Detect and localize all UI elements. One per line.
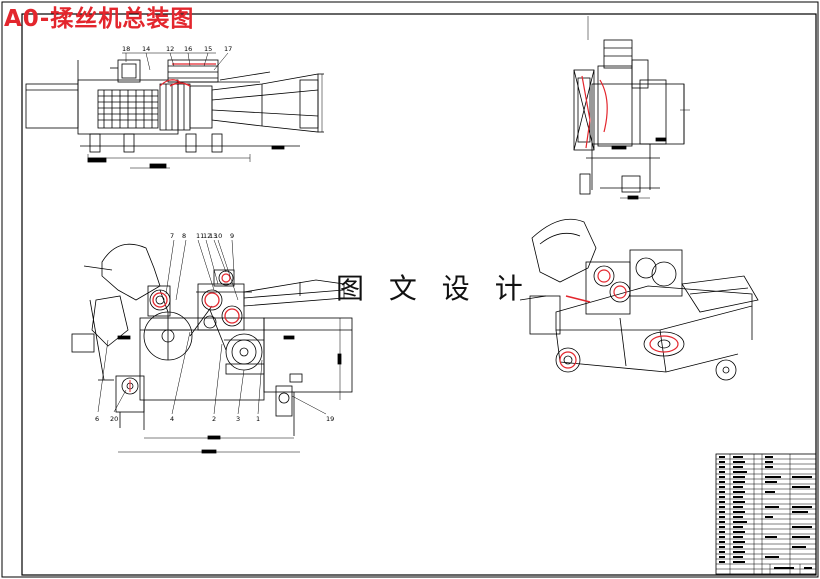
top-callout: 18 — [122, 45, 130, 53]
front-callout: 9 — [230, 232, 234, 240]
top-callout: 17 — [224, 45, 232, 53]
top-view-callouts: 18 14 12 16 15 17 — [122, 45, 232, 53]
front-callout: 12 — [203, 232, 211, 240]
front-callout: 7 — [170, 232, 174, 240]
top-leader-lines — [122, 52, 229, 71]
front-callout: 11 — [196, 232, 204, 240]
front-callout: 13 — [209, 232, 217, 240]
front-callout: 6 — [95, 415, 99, 423]
front-callout: 2 — [212, 415, 216, 423]
front-view-callouts: 7 8 11 12 13 10 9 6 20 4 2 3 1 19 — [95, 232, 334, 423]
front-leader-lines — [97, 239, 327, 415]
watermark-text: 图 文 设 计 — [336, 272, 531, 305]
front-callout: 10 — [214, 232, 222, 240]
drawing-title: A0-揉丝机总装图 — [4, 6, 195, 32]
front-callout: 3 — [236, 415, 240, 423]
top-callout: 14 — [142, 45, 150, 53]
front-callout: 4 — [170, 415, 174, 423]
top-callout: 15 — [204, 45, 212, 53]
top-callout: 16 — [184, 45, 192, 53]
front-callout: 1 — [256, 415, 260, 423]
side-view — [573, 16, 690, 200]
front-callout: 19 — [326, 415, 334, 423]
top-callout: 12 — [166, 45, 174, 53]
top-view — [25, 59, 324, 169]
title-block — [715, 453, 817, 575]
inner-border — [21, 13, 817, 576]
title-block-text-marks — [719, 456, 812, 569]
front-view — [71, 243, 353, 454]
front-callout: 8 — [182, 232, 186, 240]
front-callout: 20 — [110, 415, 118, 423]
isometric-view — [519, 218, 759, 381]
